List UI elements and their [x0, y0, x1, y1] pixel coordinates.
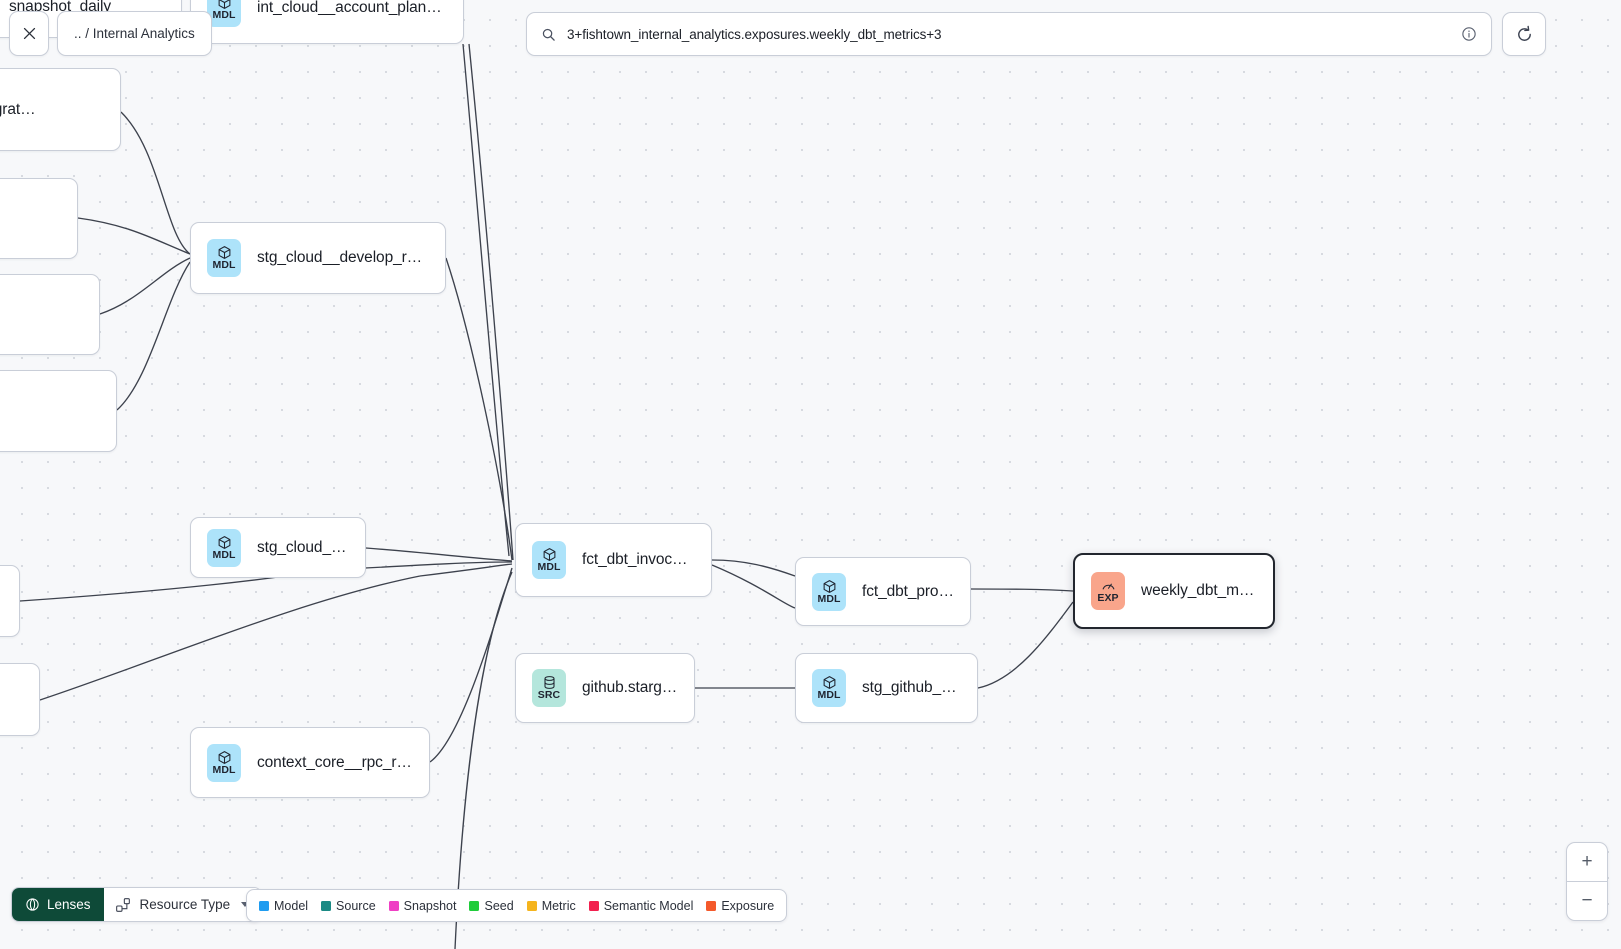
cube-icon — [823, 676, 835, 689]
bottom-toolbar: Lenses Resource Type — [11, 887, 263, 922]
plus-icon: + — [1581, 851, 1593, 872]
cube-icon — [823, 579, 835, 593]
node-label: fct_dbt_invocations — [582, 551, 695, 568]
resource-type-dropdown[interactable]: Resource Type — [103, 888, 262, 921]
breadcrumb[interactable]: .. / Internal Analytics — [57, 11, 212, 56]
lenses-label: Lenses — [47, 897, 91, 912]
node-type-label: MDL — [537, 561, 561, 573]
legend-item-model[interactable]: Model — [259, 899, 308, 913]
legend-item-seed[interactable]: Seed — [469, 898, 514, 913]
cube-icon — [543, 548, 555, 561]
node-type-label: MDL — [212, 9, 236, 21]
node-type-badge-mdl: MDL — [532, 541, 566, 579]
node-type-label: MDL — [817, 592, 841, 605]
refresh-icon — [1517, 25, 1531, 41]
legend-label: Source — [336, 898, 376, 913]
lineage-node-left-n[interactable]: n — [0, 565, 20, 637]
cube-icon — [218, 750, 230, 764]
legend-swatch-icon — [388, 900, 399, 911]
close-button[interactable] — [9, 11, 49, 56]
legend-swatch-icon — [469, 900, 480, 911]
zoom-controls: + − — [1566, 842, 1608, 921]
legend-swatch-icon — [259, 900, 269, 911]
node-label: stg_cloud__runs — [257, 538, 349, 556]
zoom-out-button[interactable]: − — [1567, 881, 1607, 920]
node-type-badge-exp: EXP — [1091, 572, 1125, 610]
legend-swatch-icon — [588, 900, 599, 911]
node-label: int_cloud__account_plan_history — [257, 0, 447, 16]
database-icon — [543, 676, 555, 689]
lineage-node-stg-cloud-develop-requests[interactable]: MDL stg_cloud__develop_requests — [190, 222, 446, 294]
node-label: stg_github__stars — [862, 679, 961, 696]
search-icon — [542, 28, 555, 41]
legend-swatch-icon — [321, 900, 332, 911]
lineage-node-int-cloud-account-plan-history[interactable]: MDL int_cloud__account_plan_history — [190, 0, 464, 44]
node-label: fct_dbt_projects — [862, 582, 954, 600]
legend-label: Snapshot — [403, 898, 457, 913]
lineage-node-context-core-rpc-request[interactable]: MDL context_core__rpc_request — [190, 727, 430, 798]
lens-icon — [26, 898, 39, 911]
lineage-node-stg-cloud-runs[interactable]: MDL stg_cloud__runs — [190, 517, 366, 578]
lineage-node-github-stargazers[interactable]: SRC github.stargazers — [515, 653, 695, 723]
node-type-label: MDL — [212, 548, 236, 561]
lineage-node-op-request[interactable]: op_request — [0, 178, 78, 259]
legend-label: Model — [274, 898, 309, 913]
node-type-label: SRC — [537, 689, 561, 701]
lineage-node-develop-request[interactable]: _develop_request — [0, 370, 117, 452]
node-type-badge-src: SRC — [532, 669, 566, 707]
search-input[interactable]: 3+fishtown_internal_analytics.exposures.… — [567, 26, 942, 42]
info-circle-icon[interactable] — [1461, 26, 1477, 42]
lineage-node-fct-dbt-invocations[interactable]: MDL fct_dbt_invocations — [515, 523, 712, 597]
chevron-down-icon — [241, 902, 250, 907]
node-label: context_core__rpc_request — [257, 753, 413, 771]
lineage-node-weekly-dbt-metrics[interactable]: EXP weekly_dbt_metrics — [1073, 553, 1275, 629]
lenses-button[interactable]: Lenses — [12, 888, 104, 921]
legend-label: Exposure — [721, 898, 775, 913]
resource-type-label: Resource Type — [139, 897, 231, 912]
node-type-badge-mdl: MDL — [207, 743, 241, 782]
lineage-node-fct-dbt-projects[interactable]: MDL fct_dbt_projects — [795, 557, 971, 626]
node-type-label: MDL — [212, 763, 236, 776]
node-type-badge-mdl: MDL — [207, 239, 241, 277]
legend-item-semantic-model[interactable]: Semantic Model — [588, 898, 694, 913]
legend-label: Seed — [484, 898, 514, 913]
resource-type-icon — [115, 897, 130, 912]
node-type-badge-mdl: MDL — [812, 669, 846, 707]
legend-swatch-icon — [706, 900, 717, 911]
legend-item-metric[interactable]: Metric — [526, 898, 576, 913]
legend-label: Semantic Model — [603, 898, 694, 913]
legend-item-snapshot[interactable]: Snapshot — [388, 898, 457, 913]
refresh-button[interactable] — [1502, 12, 1546, 56]
zoom-in-button[interactable]: + — [1567, 843, 1607, 881]
lineage-node-stg-github-stars[interactable]: MDL stg_github__stars — [795, 653, 978, 723]
node-label: stg_cloud__develop_requests — [257, 249, 429, 266]
legend-label: Metric — [541, 898, 576, 913]
node-label: weekly_dbt_metrics — [1141, 582, 1257, 599]
lineage-node-left-run[interactable]: _run — [0, 663, 40, 736]
cube-icon — [218, 535, 230, 549]
node-type-label: EXP — [1097, 592, 1119, 604]
node-type-label: MDL — [817, 689, 841, 701]
node-type-badge-mdl: MDL — [812, 572, 846, 611]
lineage-node-velop-request[interactable]: velop_request — [0, 274, 100, 355]
breadcrumb-label: .. / Internal Analytics — [74, 26, 195, 41]
minus-icon: − — [1581, 890, 1593, 911]
legend-item-exposure[interactable]: Exposure — [706, 899, 774, 913]
gauge-icon — [1102, 583, 1114, 590]
cube-icon — [218, 246, 230, 259]
node-type-label: MDL — [212, 259, 236, 271]
node-type-badge-mdl: MDL — [207, 528, 241, 567]
node-type-badge-mdl: MDL — [207, 0, 241, 27]
node-label: multicell_migrat… — [0, 100, 36, 118]
resource-type-legend: Model Source Snapshot Seed Metric Semantic Mo… — [246, 889, 788, 922]
close-icon — [23, 27, 35, 40]
search-bar[interactable]: 3+fishtown_internal_analytics.exposures.… — [526, 12, 1492, 56]
legend-item-source[interactable]: Source — [321, 899, 376, 913]
cube-icon — [218, 0, 230, 9]
legend-swatch-icon — [526, 900, 537, 911]
node-label: github.stargazers — [582, 679, 678, 696]
lineage-node-multicell-migrat[interactable]: multicell_migrat… — [0, 68, 121, 151]
